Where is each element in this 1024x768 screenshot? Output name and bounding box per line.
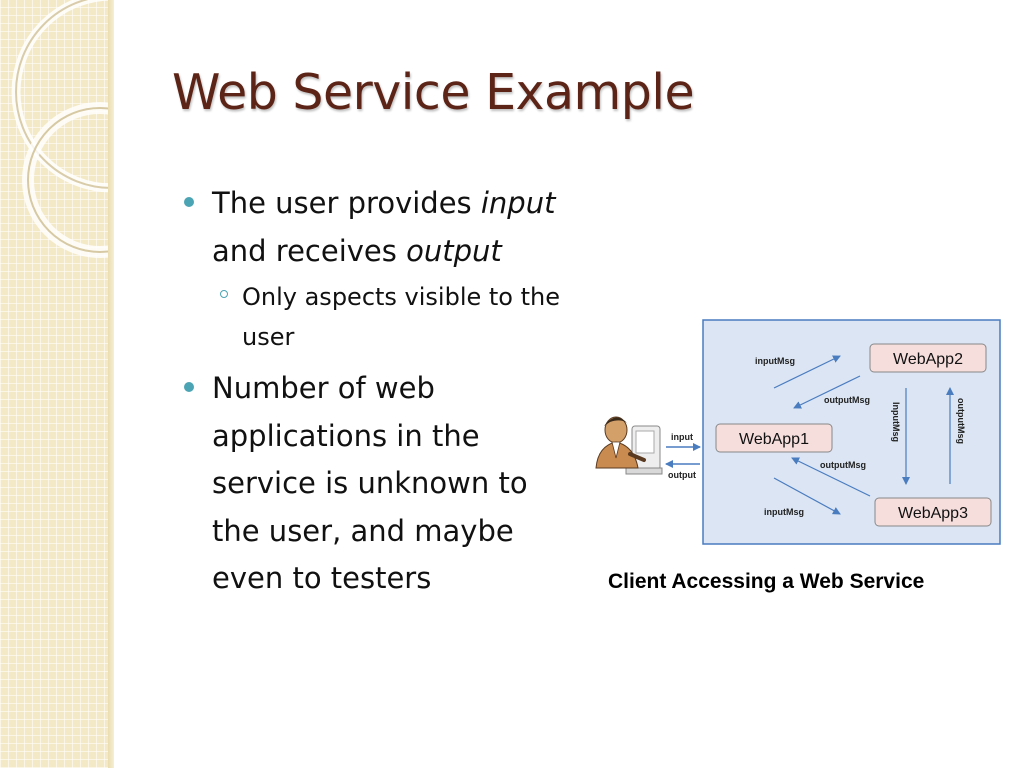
inputmsg-1-to-2-arrow [773, 355, 841, 389]
diagram-caption: Client Accessing a Web Service [608, 570, 925, 593]
webapp2-node: WebApp2 [869, 343, 987, 373]
inputmsg-2-to-3-label: InputMsg [891, 402, 901, 442]
sub-bullet-ring [220, 290, 228, 298]
outputmsg-3-to-1-label: outputMsg [820, 460, 866, 470]
outputmsg-3-to-1-arrow [791, 457, 871, 497]
bullet-list: The user provides input and receives out… [184, 180, 564, 603]
bullet-text-output: output [406, 233, 502, 268]
slide-title: Web Service Example [172, 64, 695, 121]
webapp2-label: WebApp2 [893, 351, 963, 368]
bullet-user-input-output: The user provides input and receives out… [184, 180, 564, 275]
webapp3-label: WebApp3 [898, 505, 968, 522]
bullet-text-input: input [480, 186, 556, 220]
bullet-dot [184, 197, 194, 207]
inputmsg-1-to-3-arrow [773, 477, 841, 515]
outputmsg-2-to-1-arrow [793, 375, 861, 409]
output-label: output [668, 470, 696, 480]
outputmsg-3-to-2-label: outputMsg [956, 398, 966, 444]
decorative-circles [11, 0, 114, 258]
bullet-dot [184, 382, 194, 392]
input-label: input [671, 432, 693, 442]
bullet-text: The user provides [212, 186, 481, 220]
sidebar-edge [108, 0, 114, 768]
sub-bullet-visible-aspects: Only aspects visible to the user [184, 277, 564, 357]
user-at-computer-icon [595, 416, 663, 475]
bullet-number-of-apps: Number of web applications in the servic… [184, 365, 564, 603]
sub-bullet-text: Only aspects visible to the user [242, 283, 560, 351]
webapp1-node: WebApp1 [715, 423, 833, 453]
web-service-diagram: input output WebApp1 WebApp2 WebApp3 inp… [595, 319, 1001, 545]
decorative-sidebar [0, 0, 114, 768]
inputmsg-1-to-3-label: inputMsg [764, 507, 804, 517]
bullet-text: and receives [212, 233, 407, 268]
bullet-text: Number of web applications in the servic… [212, 371, 528, 595]
webapp3-node: WebApp3 [874, 497, 992, 527]
outputmsg-2-to-1-label: outputMsg [824, 395, 870, 405]
inputmsg-1-to-2-label: inputMsg [755, 356, 795, 366]
webapp1-label: WebApp1 [739, 431, 809, 448]
